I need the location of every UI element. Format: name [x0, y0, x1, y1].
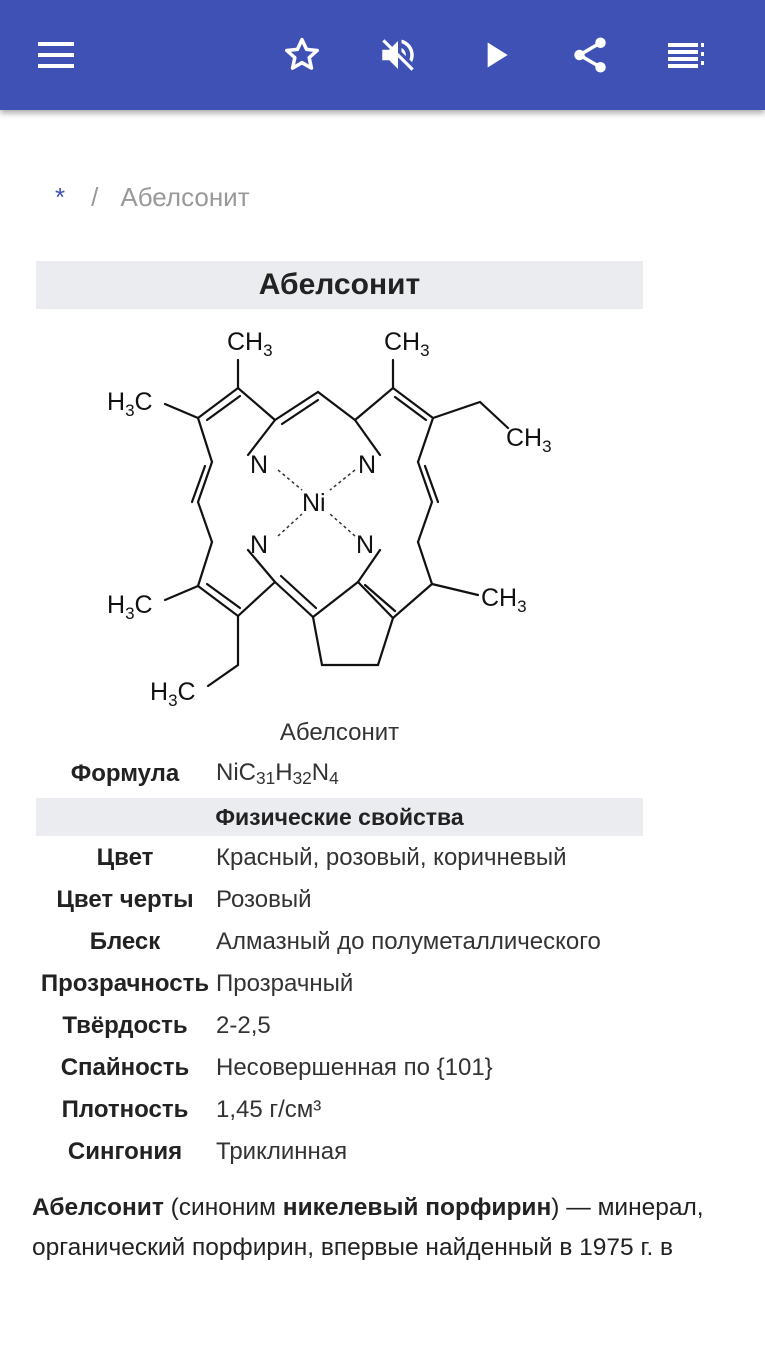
property-row: Спайность Несовершенная по {101}: [36, 1047, 643, 1089]
image-caption: Абелсонит: [279, 719, 400, 746]
methyl-label: CH3: [481, 584, 527, 616]
nitrogen-label: N: [250, 531, 268, 559]
property-key: Плотность: [61, 1096, 189, 1123]
app-bar: [0, 0, 765, 110]
playlist-icon: [668, 43, 704, 68]
article-synonym: никелевый порфирин: [282, 1194, 552, 1221]
section-header: Физические свойства: [36, 798, 643, 836]
volume-off-icon: [382, 39, 414, 71]
share-icon: [574, 37, 606, 73]
property-key: Спайность: [60, 1054, 190, 1081]
property-value: Триклинная: [216, 1138, 348, 1165]
breadcrumb-home-link[interactable]: *: [55, 182, 66, 212]
property-value: Красный, розовый, коричневый: [216, 844, 567, 871]
formula-row: Формула NiC31H32N4: [36, 753, 643, 795]
methyl-label: H3C: [107, 388, 153, 420]
property-key: Твёрдость: [62, 1012, 188, 1039]
methyl-label: CH3: [506, 424, 552, 456]
play-icon: [487, 42, 508, 68]
methyl-label: CH3: [384, 328, 430, 360]
article-term: Абелсонит: [32, 1194, 164, 1221]
property-key: Цвет черты: [56, 886, 194, 913]
playlist-button[interactable]: [659, 28, 713, 82]
nitrogen-label: N: [250, 451, 268, 479]
property-key: Сингония: [67, 1138, 183, 1165]
formula-value: NiC31H32N4: [216, 758, 339, 789]
methyl-label: CH3: [227, 328, 273, 360]
nickel-label: Ni: [302, 489, 326, 517]
breadcrumb-separator: /: [91, 182, 99, 212]
property-key: Цвет: [96, 844, 154, 871]
property-row: Цвет Красный, розовый, коричневый: [36, 837, 643, 879]
play-button[interactable]: [469, 28, 523, 82]
star-icon: [285, 37, 319, 70]
methyl-label: H3C: [150, 678, 196, 710]
nitrogen-label: N: [356, 531, 374, 559]
infobox-title: Абелсонит: [36, 261, 643, 309]
property-value: Алмазный до полуметаллического: [216, 928, 601, 955]
mute-button[interactable]: [371, 28, 425, 82]
breadcrumb-current: Абелсонит: [120, 182, 250, 212]
article-paragraph: Абелсонит (синоним никелевый порфирин) —…: [32, 1188, 732, 1274]
property-value: 1,45 г/см³: [216, 1096, 322, 1123]
structure-diagram: CH3 CH3 H3C CH3 H3C CH3 H3C N N N N Ni: [107, 328, 552, 710]
share-button[interactable]: [563, 28, 617, 82]
formula-label: Формула: [70, 760, 180, 787]
property-row: Цвет черты Розовый: [36, 879, 643, 921]
property-key: Прозрачность: [40, 970, 210, 997]
property-value: 2-2,5: [216, 1012, 271, 1039]
methyl-label: H3C: [107, 591, 153, 623]
favorite-button[interactable]: [275, 28, 329, 82]
nitrogen-label: N: [358, 451, 376, 479]
property-value: Розовый: [216, 886, 312, 913]
property-key: Блеск: [89, 928, 161, 955]
property-row: Блеск Алмазный до полуметаллического: [36, 921, 643, 963]
article-text: ) — минерал, органический порфирин, впер…: [32, 1194, 704, 1261]
menu-button[interactable]: [29, 28, 83, 82]
breadcrumb: * / Абелсонит: [55, 182, 250, 213]
property-row: Твёрдость 2-2,5: [36, 1005, 643, 1047]
property-row: Сингония Триклинная: [36, 1131, 643, 1173]
property-value: Несовершенная по {101}: [216, 1054, 493, 1081]
infobox: Абелсонит: [36, 261, 643, 1173]
article-text: (синоним: [163, 1194, 283, 1221]
menu-icon: [38, 42, 74, 68]
property-row: Плотность 1,45 г/см³: [36, 1089, 643, 1131]
property-value: Прозрачный: [216, 970, 354, 997]
